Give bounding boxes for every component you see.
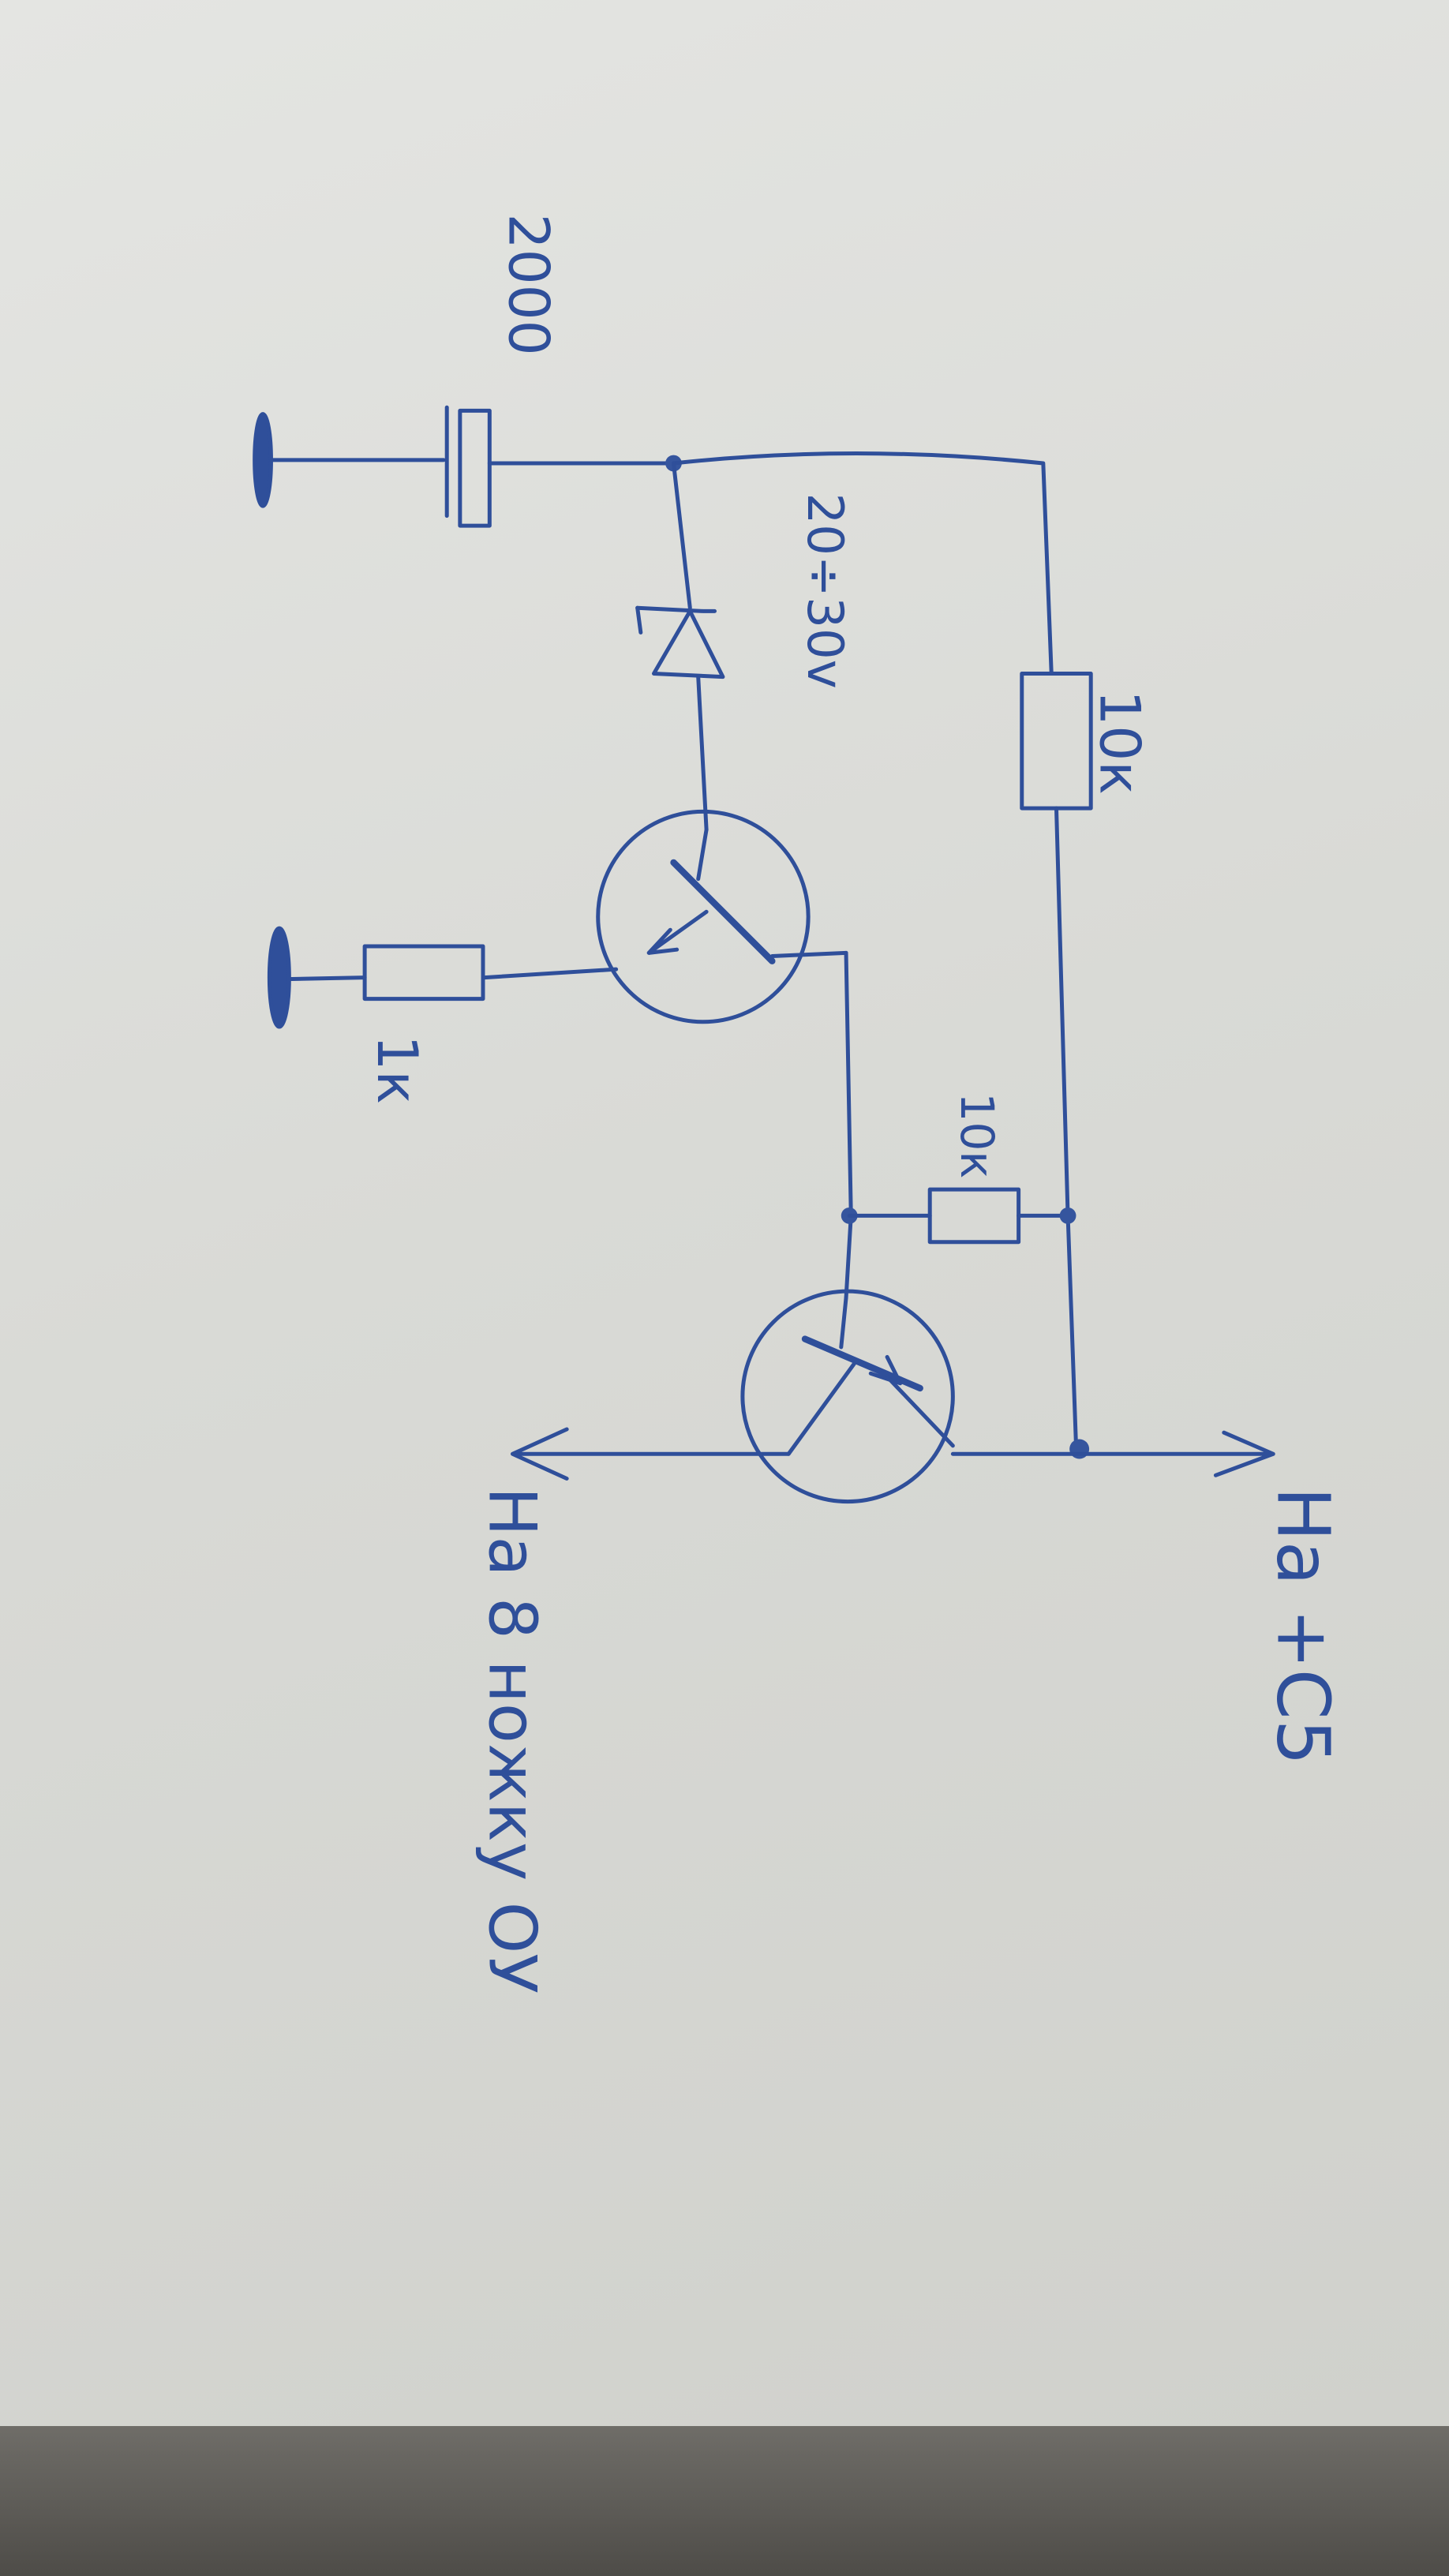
wire-base-resistor [482,967,619,980]
resistor-10k-top [1020,671,1093,811]
resistor-1k [362,944,485,1002]
label-resistor-top: 10к [1088,690,1153,795]
wire-collector [844,950,853,1300]
wire-diode-transistor [696,675,709,832]
label-output-right: На +C5 [1261,1487,1346,1765]
table-surface [0,2426,1449,2576]
resistor-10k-mid [927,1187,1021,1245]
output-arrow-left [510,1427,791,1481]
label-zener: 20÷30v [796,492,854,688]
wire-right-rail [1054,806,1078,1448]
zener-diode [635,605,725,680]
wire-resistor-ground [285,975,367,982]
output-arrow-right [950,1430,1275,1477]
label-resistor-mid: 10к [950,1092,1004,1178]
label-capacitor: 2000 [496,214,561,356]
junction-node [1059,1208,1076,1224]
capacitor [444,405,492,528]
transistor-q1 [596,809,848,1024]
label-resistor-base: 1к [365,1035,430,1104]
label-output-left: На 8 ножку ОУ [474,1487,550,1994]
wire-top-rail [671,451,1054,676]
wire-node-diode [671,461,692,610]
ground-symbol-resistor [267,926,291,1029]
transistor-q2 [740,1289,955,1504]
ground-symbol-capacitor [253,412,273,508]
